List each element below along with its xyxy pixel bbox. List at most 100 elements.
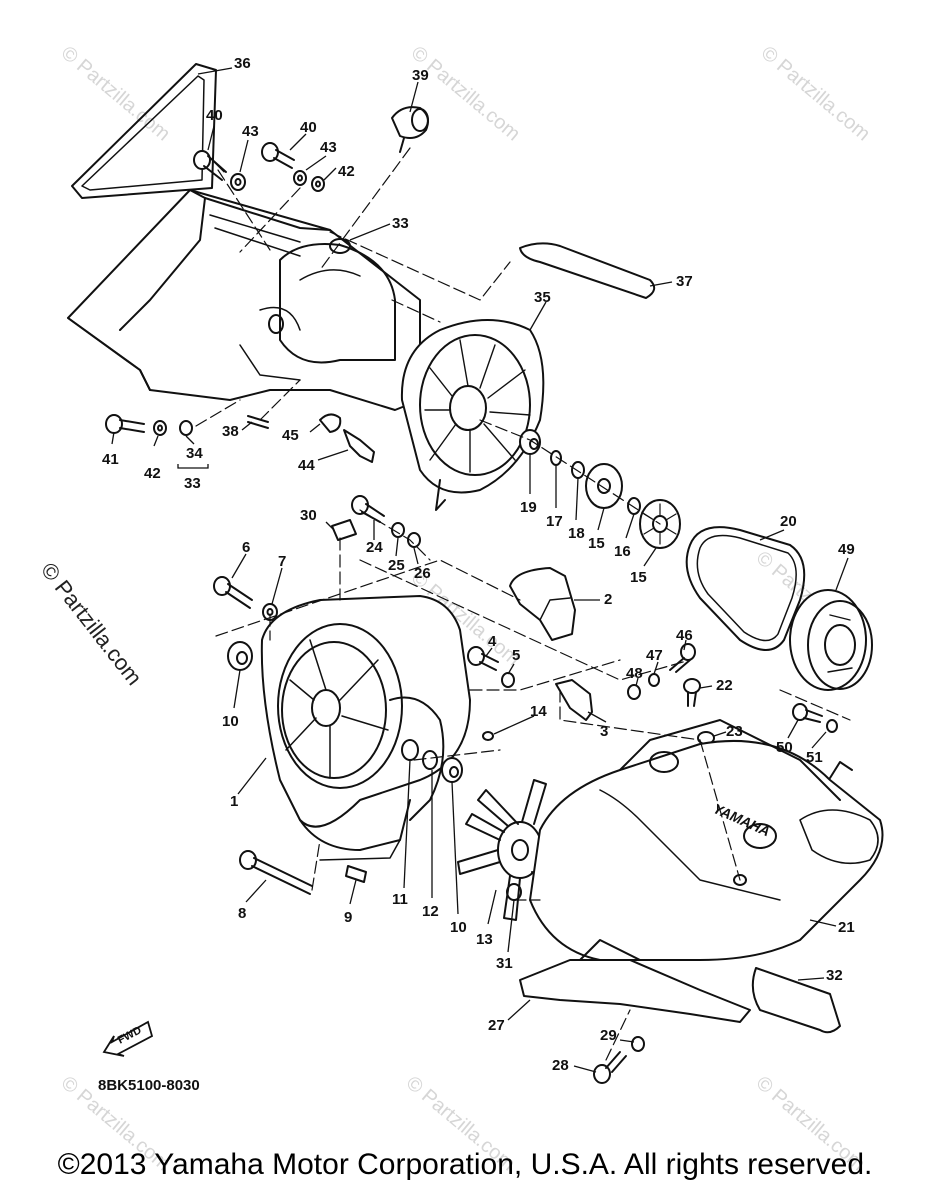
callout-36: 36 — [234, 55, 251, 72]
part-10-seal-a — [227, 641, 253, 671]
part-10-seal-b — [441, 757, 463, 783]
callout-43: 43 — [242, 123, 259, 140]
callout-35: 35 — [534, 289, 551, 306]
part-12-washer — [422, 750, 438, 770]
callout-48: 48 — [626, 665, 643, 682]
callout-49: 49 — [838, 541, 855, 558]
callout-33: 33 — [184, 475, 201, 492]
callout-labels: 36 39 40 43 40 43 42 33 37 35 41 42 34 3… — [102, 55, 855, 1074]
callout-5: 5 — [512, 647, 520, 664]
callout-21: 21 — [838, 919, 855, 936]
part-6-bolt — [213, 576, 253, 609]
part-3-bracket — [555, 679, 593, 721]
callout-14: 14 — [530, 703, 547, 720]
callout-42: 42 — [338, 163, 355, 180]
callout-34: 34 — [186, 445, 203, 462]
part-33-upper-cowl — [67, 189, 421, 411]
callout-25: 25 — [388, 557, 405, 574]
callout-33: 33 — [392, 215, 409, 232]
callout-26: 26 — [414, 565, 431, 582]
callout-27: 27 — [488, 1017, 505, 1034]
part-4-bolt — [467, 646, 499, 671]
part-24-bolt — [351, 495, 385, 523]
callout-50: 50 — [776, 739, 793, 756]
callout-16: 16 — [614, 543, 631, 560]
callout-2: 2 — [604, 591, 612, 608]
part-47-washer — [648, 673, 660, 687]
part-2-duct — [509, 567, 576, 641]
part-26-washer — [407, 532, 421, 548]
callout-7: 7 — [278, 553, 286, 570]
part-30-clip — [331, 519, 357, 541]
callout-41: 41 — [102, 451, 119, 468]
part-13-impeller — [457, 779, 583, 921]
callout-9: 9 — [344, 909, 352, 926]
side-watermark: © Partzilla.com — [36, 558, 147, 690]
callout-23: 23 — [726, 723, 743, 740]
callout-10: 10 — [222, 713, 239, 730]
callout-47: 47 — [646, 647, 663, 664]
fwd-arrow-icon: FWD — [102, 1020, 154, 1057]
callout-24: 24 — [366, 539, 383, 556]
watermark-1: © Partzilla.com — [57, 42, 174, 145]
part-9-dowel — [345, 865, 367, 883]
part-29-washer — [631, 1036, 645, 1052]
callout-29: 29 — [600, 1027, 617, 1044]
callout-6: 6 — [242, 539, 250, 556]
callout-8: 8 — [238, 905, 246, 922]
part-5-washer — [501, 672, 515, 688]
part-39-cap — [391, 106, 429, 153]
part-15-sheave-a — [585, 463, 623, 509]
callout-45: 45 — [282, 427, 299, 444]
callout-46: 46 — [676, 627, 693, 644]
bracket-34-33 — [177, 464, 209, 469]
part-21-lower-cover — [529, 719, 884, 961]
part-48-washer — [627, 684, 641, 700]
callout-32: 32 — [826, 967, 843, 984]
part-44-bracket — [343, 429, 375, 463]
watermark-3: © Partzilla.com — [757, 42, 874, 145]
callout-22: 22 — [716, 677, 733, 694]
part-43-washer-a — [230, 173, 246, 191]
part-25-washer — [391, 522, 405, 538]
part-37-strip — [519, 242, 656, 299]
copyright-notice: ©2013 Yamaha Motor Corporation, U.S.A. A… — [57, 1148, 873, 1181]
callout-15: 15 — [630, 569, 647, 586]
callout-11: 11 — [392, 891, 408, 908]
callout-44: 44 — [298, 457, 315, 474]
callout-18: 18 — [568, 525, 585, 542]
callout-38: 38 — [222, 423, 239, 440]
part-46-bolt — [669, 643, 696, 673]
callout-3: 3 — [600, 723, 608, 740]
part-code: 8BK5100-8030 — [98, 1077, 200, 1094]
callout-1: 1 — [230, 793, 238, 810]
part-16-washer — [627, 497, 641, 515]
part-42-washer-a — [311, 176, 325, 192]
leader-lines — [111, 67, 849, 1073]
part-36-gasket — [71, 63, 217, 199]
callout-17: 17 — [546, 513, 563, 530]
callout-30: 30 — [300, 507, 317, 524]
part-17-washer — [550, 450, 562, 466]
part-8-bolt — [239, 850, 313, 895]
callout-40: 40 — [206, 107, 223, 124]
callout-10: 10 — [450, 919, 467, 936]
callout-39: 39 — [412, 67, 429, 84]
callout-37: 37 — [676, 273, 693, 290]
callout-51: 51 — [806, 749, 823, 766]
part-28-bolt — [593, 1051, 627, 1084]
part-35-fan-cover — [400, 319, 545, 511]
part-51-washer — [826, 719, 838, 733]
callout-19: 19 — [520, 499, 537, 516]
part-14-pin — [482, 731, 494, 741]
part-32-pad — [751, 967, 841, 1034]
part-18-washer — [571, 461, 585, 479]
callout-43: 43 — [320, 139, 337, 156]
callout-40: 40 — [300, 119, 317, 136]
part-22-bolt — [683, 678, 701, 707]
callout-13: 13 — [476, 931, 493, 948]
part-27-bracket — [519, 939, 751, 1023]
callout-31: 31 — [496, 955, 513, 972]
callout-28: 28 — [552, 1057, 569, 1074]
